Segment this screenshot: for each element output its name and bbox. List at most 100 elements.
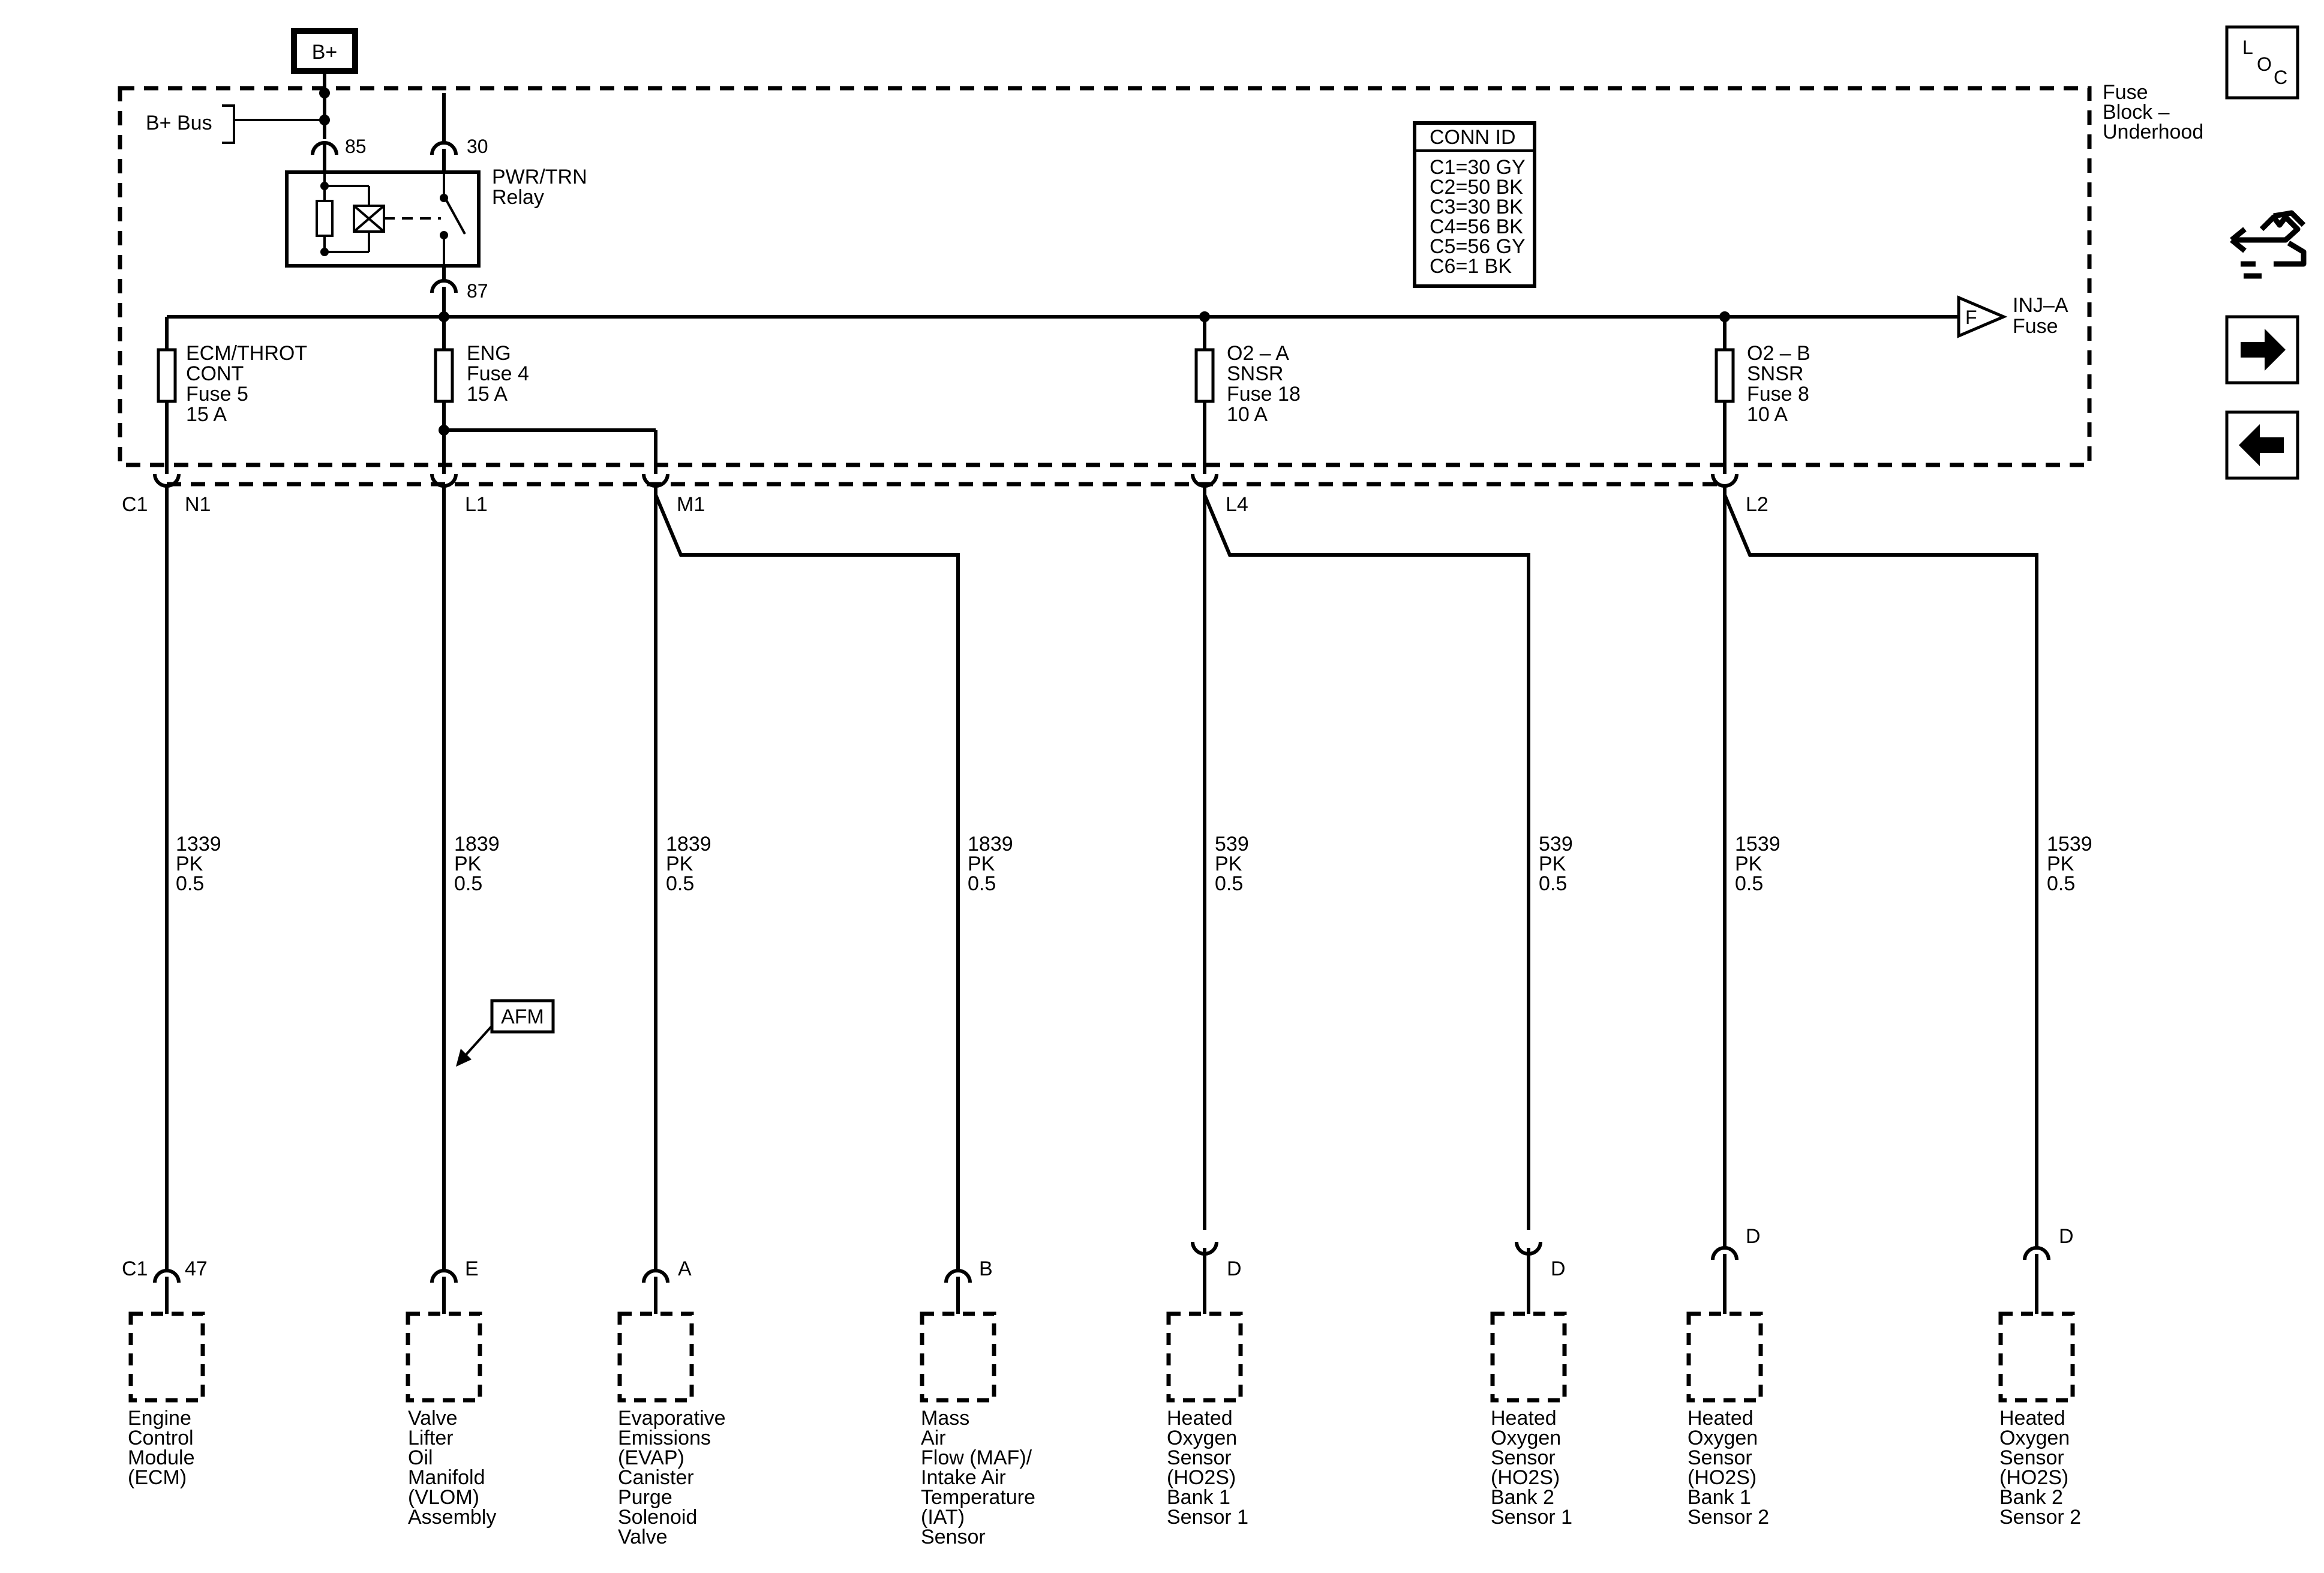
svg-text:Lifter: Lifter (408, 1427, 454, 1449)
relay-output-bus: F INJ–A Fuse (167, 294, 2068, 338)
arrow-left-icon (2239, 424, 2284, 466)
component-ho2s-b1s2: Heated Oxygen Sensor (HO2S) Bank 1 Senso… (1688, 1407, 1769, 1529)
svg-text:10 A: 10 A (1747, 403, 1788, 426)
component-ho2s-b1s1: Heated Oxygen Sensor (HO2S) Bank 1 Senso… (1167, 1407, 1248, 1529)
conn-id-row: C1=30 GY (1430, 156, 1526, 179)
svg-text:539: 539 (1539, 833, 1573, 855)
battery-positive-source: B+ (291, 28, 358, 139)
svg-text:Oxygen: Oxygen (1167, 1427, 1237, 1449)
svg-text:Module: Module (128, 1446, 195, 1469)
svg-text:O2 – B: O2 – B (1747, 342, 1810, 365)
svg-text:Heated: Heated (1999, 1407, 2065, 1430)
svg-text:(HO2S): (HO2S) (1491, 1466, 1560, 1489)
pin-e: E (465, 1257, 479, 1280)
previous-page-button[interactable] (2225, 410, 2299, 480)
svg-text:Mass: Mass (921, 1407, 969, 1430)
conn-id-row: C5=56 GY (1430, 235, 1526, 258)
pin-m1-label: M1 (677, 493, 705, 516)
pin-l2-label: L2 (1746, 493, 1768, 516)
svg-text:Valve: Valve (618, 1526, 668, 1548)
svg-text:SNSR: SNSR (1747, 362, 1803, 385)
svg-text:PK: PK (1215, 852, 1242, 875)
svg-text:ENG: ENG (467, 342, 511, 365)
relay-pin-87: 87 (467, 280, 488, 302)
svg-text:Heated: Heated (1491, 1407, 1557, 1430)
inj-fuse-line1: INJ–A (2013, 294, 2068, 317)
comp-conn-c1: C1 (122, 1257, 148, 1280)
svg-text:Intake Air: Intake Air (921, 1466, 1006, 1489)
svg-text:Solenoid: Solenoid (618, 1506, 697, 1529)
svg-text:Block –: Block – (2103, 101, 2170, 124)
relay-name-line2: Relay (492, 186, 544, 209)
svg-text:0.5: 0.5 (1539, 872, 1567, 895)
component-maf-iat: Mass Air Flow (MAF)/ Intake Air Temperat… (921, 1407, 1035, 1548)
svg-text:Flow (MAF)/: Flow (MAF)/ (921, 1446, 1032, 1469)
loc-letter-l: L (2242, 37, 2253, 58)
pin-l1-label: L1 (465, 493, 488, 516)
component-ecm: Engine Control Module (ECM) (128, 1407, 195, 1489)
svg-text:Temperature: Temperature (921, 1486, 1035, 1509)
component-evap-valve: Evaporative Emissions (EVAP) Canister Pu… (618, 1407, 726, 1548)
fuse-ecm-throt-cont: ECM/THROT CONT Fuse 5 15 A (157, 317, 307, 474)
svg-text:Fuse 4: Fuse 4 (467, 362, 529, 385)
svg-text:Bank 1: Bank 1 (1167, 1486, 1230, 1509)
pin-d: D (1551, 1257, 1566, 1280)
component-boxes (128, 1311, 2075, 1403)
svg-text:Fuse 18: Fuse 18 (1227, 383, 1301, 406)
svg-text:PK: PK (666, 852, 693, 875)
svg-text:(EVAP): (EVAP) (618, 1446, 684, 1469)
svg-text:Sensor 2: Sensor 2 (1999, 1506, 2081, 1529)
svg-text:1839: 1839 (454, 833, 500, 855)
svg-text:Fuse: Fuse (2103, 81, 2148, 104)
svg-text:Sensor: Sensor (1167, 1446, 1232, 1469)
svg-text:Assembly: Assembly (408, 1506, 496, 1529)
svg-text:PK: PK (968, 852, 995, 875)
loc-letter-o: O (2257, 53, 2272, 75)
pin-d: D (1227, 1257, 1242, 1280)
svg-text:Canister: Canister (618, 1466, 694, 1489)
pin-d: D (2059, 1225, 2074, 1248)
component-vlom: Valve Lifter Oil Manifold (VLOM) Assembl… (408, 1407, 496, 1529)
loc-button[interactable]: L O C (2225, 25, 2299, 100)
fuse-block-label: Fuse Block – Underhood (2103, 81, 2203, 143)
next-page-button[interactable] (2225, 315, 2299, 385)
conn-id-row: C2=50 BK (1430, 176, 1523, 199)
svg-text:Sensor: Sensor (1688, 1446, 1752, 1469)
svg-text:PK: PK (1735, 852, 1762, 875)
svg-text:0.5: 0.5 (1215, 872, 1243, 895)
wiring-description-icon (2230, 210, 2307, 279)
svg-text:10 A: 10 A (1227, 403, 1268, 426)
svg-text:Heated: Heated (1167, 1407, 1233, 1430)
wiring-description-button[interactable] (2230, 210, 2307, 279)
svg-text:Engine: Engine (128, 1407, 191, 1430)
svg-text:1339: 1339 (176, 833, 221, 855)
afm-label: AFM (501, 1005, 544, 1028)
inj-fuse-line2: Fuse (2013, 315, 2058, 338)
svg-text:ECM/THROT: ECM/THROT (186, 342, 307, 365)
svg-text:Sensor: Sensor (1999, 1446, 2064, 1469)
pin-b: B (979, 1257, 993, 1280)
svg-text:1539: 1539 (2047, 833, 2092, 855)
svg-text:Underhood: Underhood (2103, 121, 2203, 143)
svg-text:Valve: Valve (408, 1407, 458, 1430)
conn-id-table: CONN ID C1=30 GY C2=50 BK C3=30 BK C4=56… (1413, 121, 1536, 288)
component-ho2s-b2s2: Heated Oxygen Sensor (HO2S) Bank 2 Senso… (1999, 1407, 2081, 1529)
svg-text:(HO2S): (HO2S) (1999, 1466, 2068, 1489)
svg-text:15 A: 15 A (186, 403, 227, 426)
svg-text:Emissions: Emissions (618, 1427, 711, 1449)
component-ho2s-b2s1: Heated Oxygen Sensor (HO2S) Bank 2 Senso… (1491, 1407, 1572, 1529)
svg-text:Sensor: Sensor (1491, 1446, 1556, 1469)
svg-text:0.5: 0.5 (454, 872, 482, 895)
svg-text:Bank 1: Bank 1 (1688, 1486, 1751, 1509)
svg-text:Sensor 1: Sensor 1 (1167, 1506, 1248, 1529)
svg-text:Sensor 1: Sensor 1 (1491, 1506, 1572, 1529)
pin-d: D (1746, 1225, 1761, 1248)
b-plus-bus: B+ Bus (146, 104, 325, 144)
svg-text:Fuse 5: Fuse 5 (186, 383, 248, 406)
svg-text:O2 – A: O2 – A (1227, 342, 1289, 365)
svg-text:0.5: 0.5 (1735, 872, 1763, 895)
svg-text:Fuse 8: Fuse 8 (1747, 383, 1809, 406)
fuse-o2-b-snsr: O2 – B SNSR Fuse 8 10 A (1715, 317, 1810, 474)
